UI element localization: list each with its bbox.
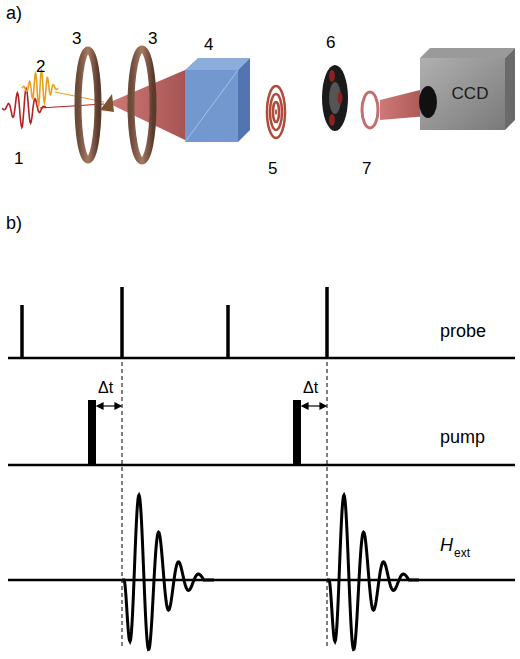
- panel-letter: b): [6, 214, 22, 232]
- callout-number: 4: [204, 36, 213, 53]
- camera-body: [420, 58, 505, 130]
- lens-ring: [362, 92, 378, 128]
- signal-name: H: [440, 536, 453, 554]
- callout-number: 3: [148, 30, 157, 47]
- time-axis: [8, 579, 515, 582]
- callout-number: 1: [14, 150, 23, 167]
- callout-number: 5: [268, 160, 277, 177]
- prism: [100, 94, 114, 112]
- zone-plate: [267, 86, 285, 138]
- camera-label: CCD: [452, 84, 489, 104]
- callout-number: 6: [326, 34, 335, 51]
- delay-label: Δt: [303, 380, 318, 396]
- time-axis: [8, 357, 515, 360]
- probe-spike: [325, 287, 329, 358]
- aperture-wheel: [322, 65, 348, 131]
- signal-name: pump: [440, 428, 485, 446]
- camera-face: CCD: [438, 62, 502, 126]
- probe-spike: [226, 305, 230, 358]
- delay-arrow: [97, 403, 326, 409]
- callout-number: 7: [362, 160, 371, 177]
- callout-number: 3: [72, 30, 81, 47]
- lens-ring: [131, 49, 153, 161]
- time-axis: [8, 464, 515, 467]
- delay-label: Δt: [98, 380, 113, 396]
- sync-line: [327, 362, 328, 648]
- signal-name: probe: [440, 322, 486, 340]
- cube-diagonal: [185, 70, 238, 142]
- pump-pulse-bar: [293, 400, 301, 465]
- camera-lens: [419, 86, 437, 118]
- probe-beam: [40, 104, 104, 108]
- field-waveform: [327, 495, 419, 649]
- polarizer-cube: [238, 58, 250, 142]
- probe-spike: [20, 305, 24, 358]
- pump-pulse-bar: [88, 400, 96, 465]
- pump-pulse: [22, 71, 58, 106]
- signal-subscript: ext: [454, 547, 470, 559]
- beam-cone: [108, 70, 185, 140]
- lens-ring: [78, 50, 98, 160]
- camera-body: [505, 48, 515, 130]
- probe-spike: [120, 287, 124, 358]
- callout-number: 2: [36, 58, 45, 75]
- camera-body: [420, 48, 515, 58]
- panel-letter: a): [6, 4, 22, 22]
- field-waveform: [122, 495, 214, 649]
- sync-line: [122, 362, 123, 648]
- polarizer-cube: [185, 70, 238, 142]
